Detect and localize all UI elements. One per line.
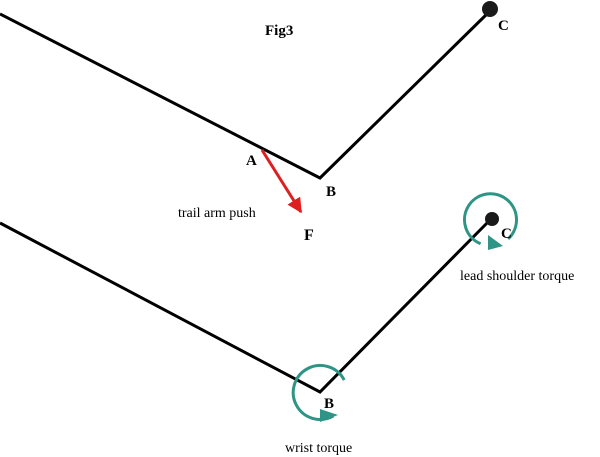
bottom-label-b: B: [324, 396, 334, 412]
top-label-b: B: [326, 184, 336, 200]
figure-title: Fig3: [265, 23, 293, 39]
bottom-club-arm-line: [0, 218, 492, 394]
force-label-f: F: [304, 227, 314, 244]
lead-shoulder-torque-label: lead shoulder torque: [460, 269, 574, 284]
lead-shoulder-torque-icon: [463, 192, 518, 250]
wrist-torque-label: wrist torque: [285, 441, 352, 456]
bottom-shoulder-joint-icon: [485, 212, 499, 226]
bottom-diagram: C lead shoulder torque B wrist torque: [0, 192, 574, 456]
top-club-arm-line: [0, 9, 492, 180]
wrist-torque-icon: [291, 363, 346, 422]
top-diagram: C A B trail arm push F: [0, 1, 509, 244]
bottom-label-c: C: [501, 226, 512, 242]
trail-arm-push-label: trail arm push: [178, 206, 256, 221]
top-shoulder-joint-icon: [482, 1, 498, 17]
top-label-c: C: [498, 18, 509, 34]
top-label-a: A: [246, 153, 257, 169]
trail-arm-force-arrow-icon: [260, 149, 303, 214]
